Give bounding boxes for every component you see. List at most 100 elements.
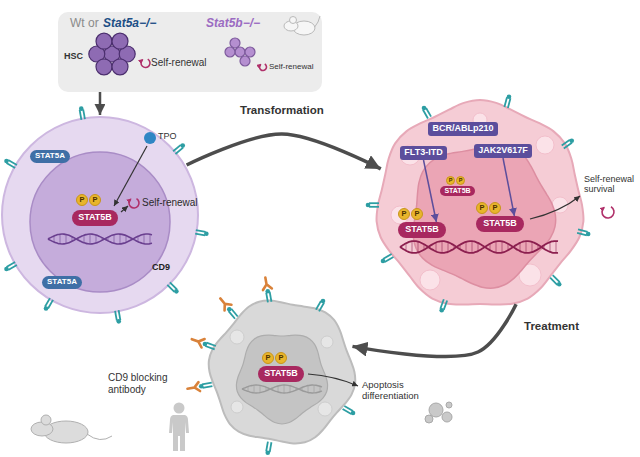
dna-strand bbox=[48, 234, 152, 244]
cd9-receptor bbox=[422, 106, 431, 119]
node-text: Stat5b−/− bbox=[206, 17, 260, 31]
cd9-antibody-complex bbox=[263, 277, 272, 302]
oncogene-label: FLT3-ITD bbox=[404, 148, 442, 158]
cd9-receptor bbox=[265, 442, 271, 455]
text-anchor: P bbox=[489, 202, 501, 214]
flow-arrow bbox=[352, 304, 516, 356]
phospho-badge: P bbox=[76, 194, 88, 206]
text-anchor: P bbox=[398, 208, 410, 220]
stat5b-protein: STAT5B bbox=[72, 210, 118, 226]
cd9-receptor bbox=[316, 299, 325, 312]
stem-cell-cluster bbox=[225, 38, 255, 66]
node-text: Apoptosis differentiation bbox=[362, 380, 436, 402]
text-anchor: P bbox=[446, 176, 455, 185]
stat5b-protein: STAT5B bbox=[476, 216, 524, 232]
self-renewal-icon bbox=[260, 64, 267, 71]
signal-arrows bbox=[121, 196, 580, 386]
cd9-receptor bbox=[4, 262, 17, 271]
cd9-antibody-complex bbox=[187, 382, 212, 391]
cd9-receptor bbox=[343, 406, 356, 415]
stat5b-protein: STAT5B bbox=[398, 222, 446, 238]
protein-label: STAT5A bbox=[47, 278, 77, 287]
cd9-receptor bbox=[550, 275, 561, 286]
text-anchor: TPO bbox=[158, 131, 177, 141]
text-anchor: P bbox=[89, 194, 101, 206]
protein-label: STAT5B bbox=[405, 225, 439, 235]
cd9-receptor bbox=[79, 106, 85, 119]
text-anchor: Wt or bbox=[70, 17, 99, 31]
nucleus bbox=[413, 145, 555, 288]
cd9-antibody-complex bbox=[192, 339, 216, 349]
cd9-receptor bbox=[577, 229, 590, 236]
text-anchor: P bbox=[262, 352, 274, 364]
cd9-receptor bbox=[44, 298, 53, 311]
text-anchor: Self-renewal bbox=[151, 57, 207, 69]
step-label: Transformation bbox=[240, 104, 324, 117]
protein-label: STAT5A bbox=[35, 152, 65, 161]
phospho-badge: P bbox=[275, 352, 287, 364]
cd9-receptor bbox=[4, 159, 17, 168]
cytoplasm-texture bbox=[318, 402, 332, 416]
cell-membrane bbox=[2, 117, 198, 313]
cd9-receptor bbox=[439, 299, 447, 312]
cd9-receptor bbox=[562, 138, 574, 148]
node-text: Stat5a−/− bbox=[103, 17, 156, 31]
text-anchor: P bbox=[456, 176, 465, 185]
step-label: Treatment bbox=[524, 320, 579, 333]
stat5b-protein: STAT5B bbox=[258, 366, 304, 382]
phospho-badge: P bbox=[411, 208, 423, 220]
protein-label: STAT5B bbox=[264, 369, 298, 379]
node-text: HSC bbox=[64, 51, 83, 61]
cytoplasm-texture bbox=[536, 136, 554, 154]
text-anchor: Self-renewal survival bbox=[584, 174, 638, 195]
dna-strand bbox=[400, 241, 558, 253]
phospho-badge: P bbox=[262, 352, 274, 364]
flow-arrow bbox=[503, 158, 514, 216]
cd9-receptor bbox=[381, 254, 394, 263]
protein-label: STAT5B bbox=[483, 219, 517, 229]
cd9-receptor bbox=[115, 310, 121, 323]
text-anchor: CD9 bbox=[152, 262, 170, 272]
node-text: Self-renewal survival bbox=[584, 174, 638, 195]
text-anchor: CD9 blocking antibody bbox=[108, 372, 188, 395]
cd9-receptor bbox=[195, 230, 208, 236]
phospho-badge: P bbox=[446, 176, 455, 185]
text-anchor: Stat5b−/− bbox=[206, 17, 260, 31]
human-icon bbox=[169, 403, 189, 452]
hsc-cell: Self-renewalCD9STAT5ASTAT5BSTAT5A bbox=[0, 115, 200, 315]
annotation: TPO bbox=[158, 131, 177, 141]
oncogene-box: FLT3-ITD bbox=[400, 146, 447, 160]
cytoplasm-texture bbox=[230, 330, 244, 344]
phospho-badge: P bbox=[489, 202, 501, 214]
cell-membrane bbox=[377, 100, 584, 304]
text-anchor: P bbox=[76, 194, 88, 206]
nucleus bbox=[236, 335, 327, 424]
stat5a-protein: STAT5A bbox=[30, 150, 70, 163]
text-anchor: P bbox=[476, 202, 488, 214]
text-anchor: HSC bbox=[64, 51, 83, 61]
text-anchor: Apoptosis differentiation bbox=[362, 380, 436, 402]
stem-cell-cluster bbox=[89, 33, 135, 75]
cytoplasm-texture bbox=[321, 336, 333, 348]
text-anchor: Transformation bbox=[240, 104, 324, 117]
text-anchor: Stat5a−/− bbox=[103, 17, 156, 31]
cd9-receptor bbox=[504, 95, 511, 108]
tpo-ligand bbox=[114, 132, 156, 206]
text-anchor: Self-renewal bbox=[269, 62, 313, 71]
phospho-badge: P bbox=[89, 194, 101, 206]
node-text: Self-renewal bbox=[151, 57, 207, 69]
oncogene-box: JAK2V617F bbox=[474, 144, 532, 158]
cytoplasm-texture bbox=[231, 401, 243, 413]
oncogene-box: BCR/ABLp210 bbox=[428, 122, 498, 136]
oncogene-label: BCR/ABLp210 bbox=[432, 124, 493, 134]
self-renewal-icon bbox=[141, 59, 150, 67]
oncogene-label: JAK2V617F bbox=[478, 146, 528, 156]
node-text: CD9 bbox=[152, 262, 170, 272]
text-anchor: P bbox=[275, 352, 287, 364]
protein-label: STAT5B bbox=[78, 213, 112, 223]
node-text: Self-renewal bbox=[269, 62, 313, 71]
text-anchor: Self-renewal bbox=[142, 197, 198, 209]
self-renewal-icon bbox=[602, 207, 614, 218]
